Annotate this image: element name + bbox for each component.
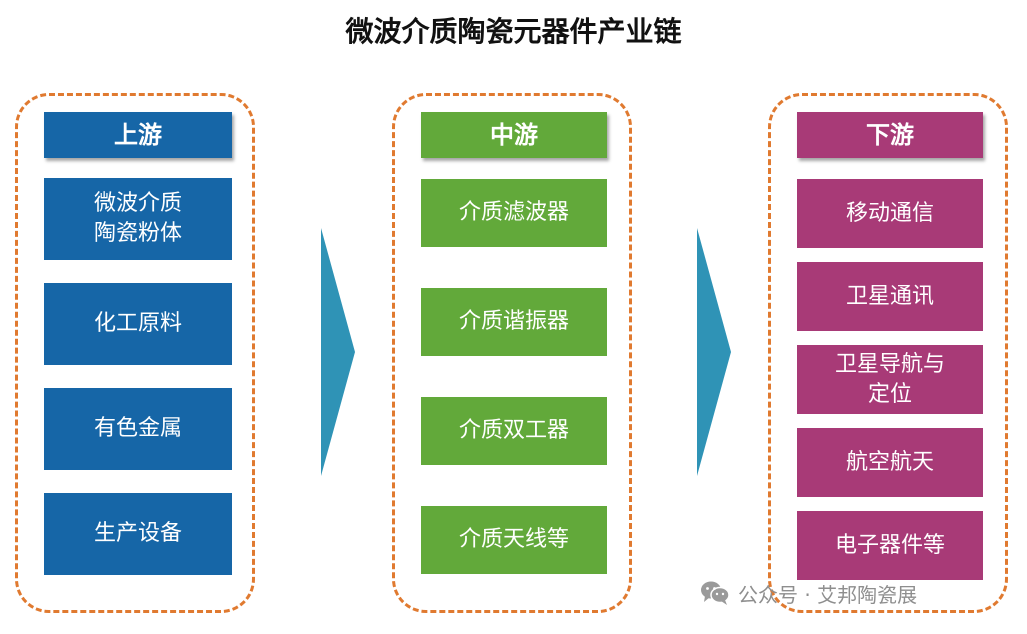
midstream-item: 介质谐振器 bbox=[421, 288, 607, 356]
downstream-panel bbox=[768, 93, 1008, 613]
watermark-text: 公众号 · 艾邦陶瓷展 bbox=[738, 582, 918, 607]
upstream-item: 有色金属 bbox=[44, 388, 232, 470]
midstream-header: 中游 bbox=[421, 112, 607, 158]
wechat-icon bbox=[701, 581, 730, 605]
downstream-item: 电子器件等 bbox=[797, 511, 983, 580]
midstream-panel bbox=[392, 93, 632, 613]
upstream-item: 生产设备 bbox=[44, 493, 232, 575]
upstream-item: 化工原料 bbox=[44, 283, 232, 365]
downstream-header: 下游 bbox=[797, 112, 983, 158]
upstream-item: 微波介质 陶瓷粉体 bbox=[44, 178, 232, 260]
downstream-item: 卫星通讯 bbox=[797, 262, 983, 331]
midstream-item: 介质滤波器 bbox=[421, 179, 607, 247]
midstream-item: 介质双工器 bbox=[421, 397, 607, 465]
upstream-panel bbox=[15, 93, 255, 613]
flow-arrow-1 bbox=[321, 228, 355, 476]
downstream-item: 移动通信 bbox=[797, 179, 983, 248]
downstream-item: 卫星导航与 定位 bbox=[797, 345, 983, 414]
flow-arrow-2 bbox=[697, 228, 731, 476]
watermark: 公众号 · 艾邦陶瓷展 bbox=[700, 578, 917, 608]
diagram-title: 微波介质陶瓷元器件产业链 bbox=[345, 15, 682, 48]
midstream-item: 介质天线等 bbox=[421, 506, 607, 574]
downstream-item: 航空航天 bbox=[797, 428, 983, 497]
upstream-header: 上游 bbox=[44, 112, 232, 158]
